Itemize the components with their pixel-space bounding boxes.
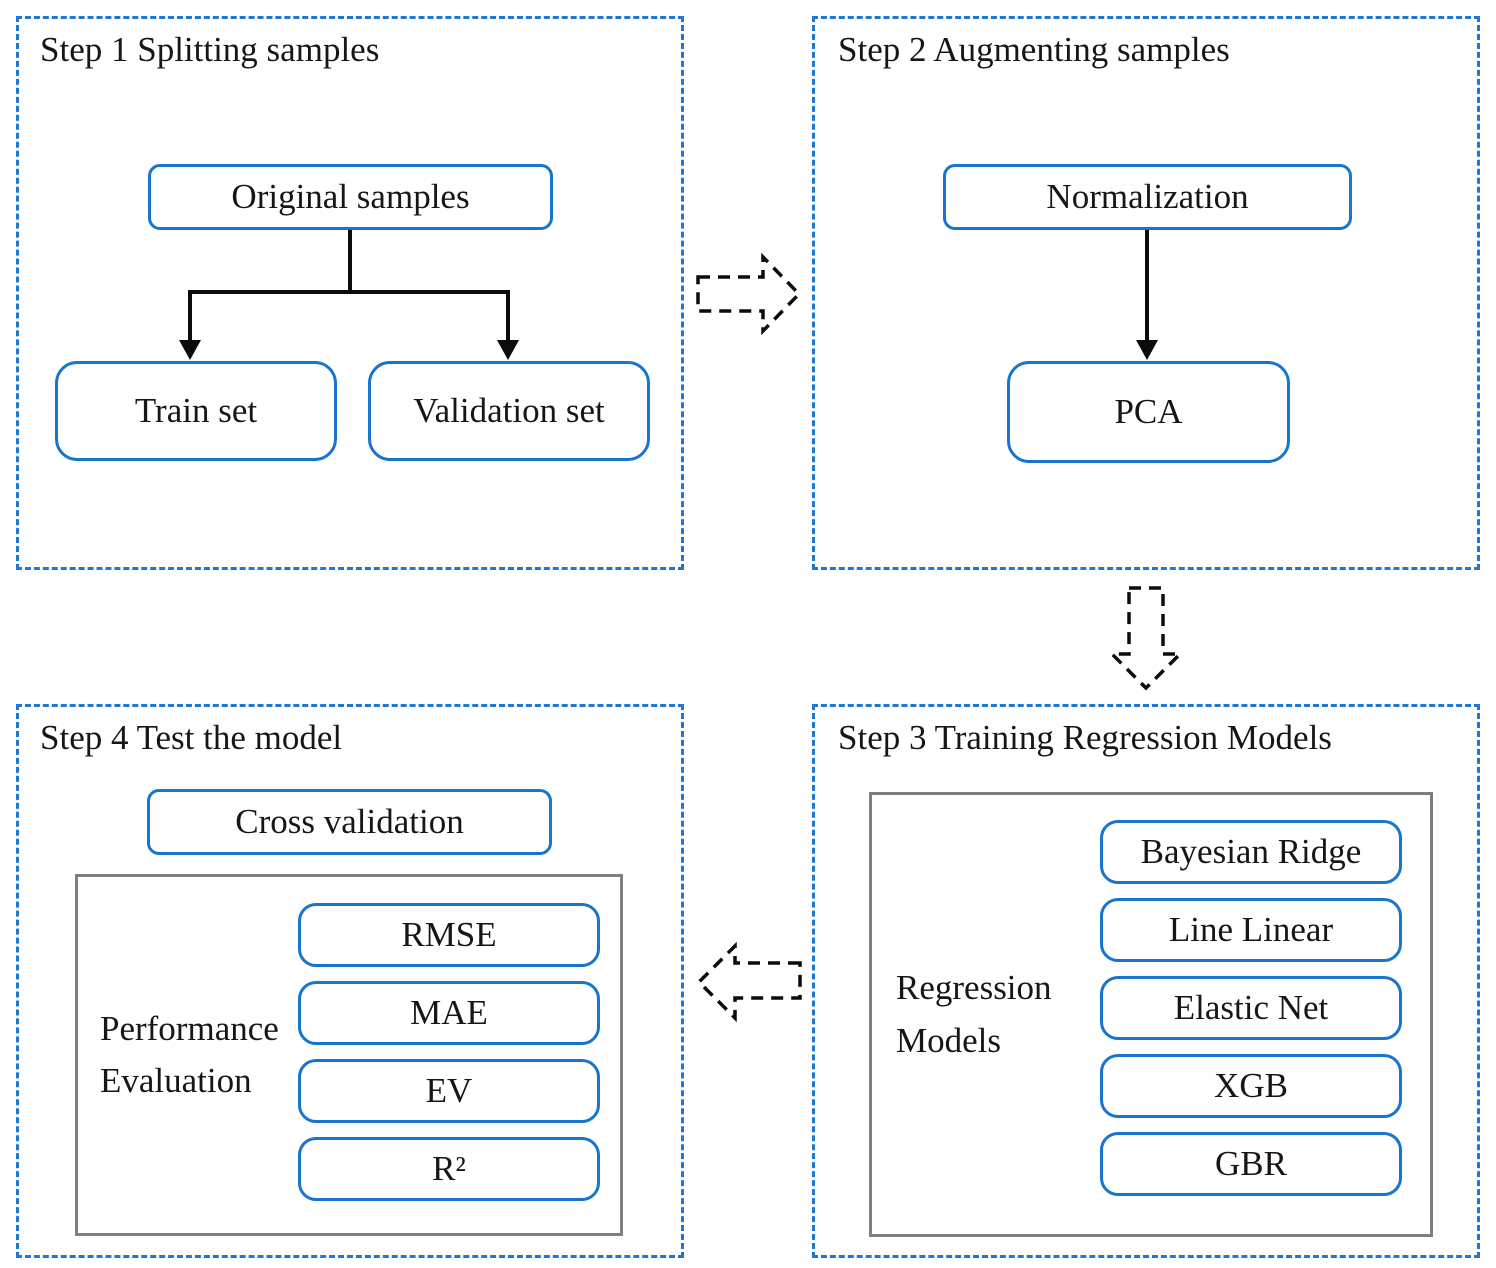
arrowhead-train	[179, 340, 201, 360]
performance-evaluation-label: Performance Evaluation	[100, 874, 279, 1236]
regression-models-label: Regression Models	[896, 792, 1052, 1237]
metric-box-r2: R²	[298, 1137, 600, 1201]
metric-box-mae: MAE	[298, 981, 600, 1045]
step2-title: Step 2 Augmenting samples	[838, 30, 1230, 69]
normalization-box: Normalization	[943, 164, 1352, 230]
step3-title: Step 3 Training Regression Models	[838, 718, 1332, 757]
metric-box-ev: EV	[298, 1059, 600, 1123]
arrow-normalization-to-pca	[1136, 230, 1158, 360]
connector-original-to-sets	[179, 230, 519, 360]
panel-step2-augmenting-samples	[812, 16, 1480, 570]
regression-models-label-line1: Regression	[896, 968, 1052, 1007]
panel-step1-splitting-samples	[16, 16, 684, 570]
original-samples-box: Original samples	[148, 164, 553, 230]
arrowhead-pca	[1136, 340, 1158, 360]
arrow-step3-to-step4-icon	[696, 941, 802, 1023]
arrow-step1-to-step2-icon	[696, 252, 802, 336]
validation-set-box: Validation set	[368, 361, 650, 461]
pca-box: PCA	[1007, 361, 1290, 463]
step1-title: Step 1 Splitting samples	[40, 30, 380, 69]
model-box-bayesian-ridge: Bayesian Ridge	[1100, 820, 1402, 884]
arrow-step2-to-step3-icon	[1107, 586, 1185, 691]
step4-title: Step 4 Test the model	[40, 718, 343, 757]
train-set-box: Train set	[55, 361, 337, 461]
model-box-line-linear: Line Linear	[1100, 898, 1402, 962]
panel-step4-test-the-model	[16, 704, 684, 1258]
regression-models-label-line2: Models	[896, 1020, 1001, 1060]
cross-validation-box: Cross validation	[147, 789, 552, 855]
model-box-gbr: GBR	[1100, 1132, 1402, 1196]
performance-evaluation-label-line2: Evaluation	[100, 1061, 252, 1100]
metric-box-rmse: RMSE	[298, 903, 600, 967]
model-box-elastic-net: Elastic Net	[1100, 976, 1402, 1040]
panel-step3-training-regression-models	[812, 704, 1480, 1258]
performance-evaluation-label-line1: Performance	[100, 1008, 279, 1048]
model-box-xgb: XGB	[1100, 1054, 1402, 1118]
arrowhead-validation	[497, 340, 519, 360]
